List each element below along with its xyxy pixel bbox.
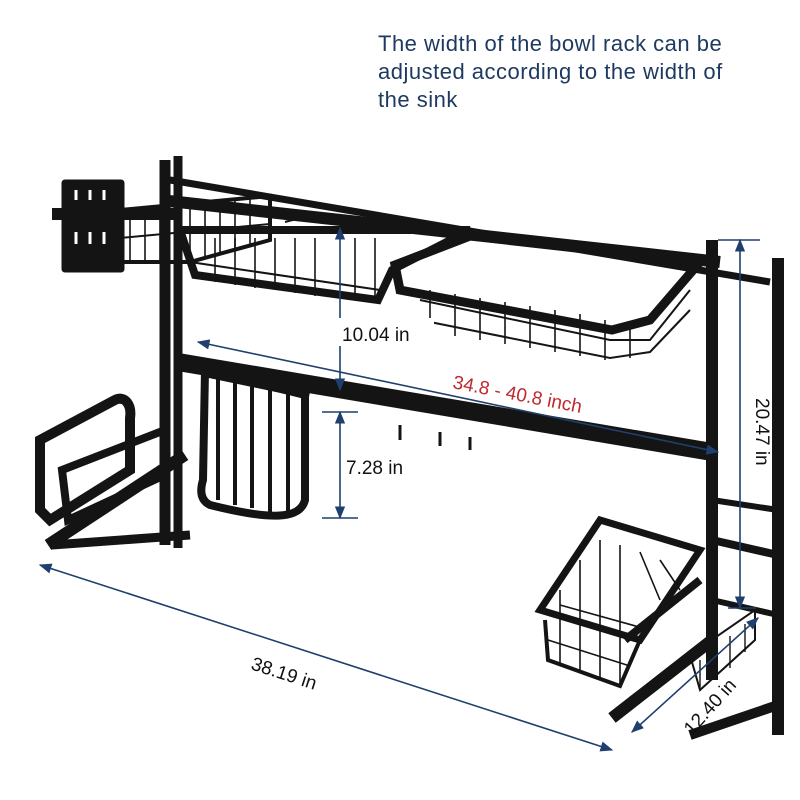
plate-rack [197, 363, 312, 520]
right-basket [389, 231, 709, 360]
rack-frame [44, 156, 784, 740]
cutting-board-holder [35, 393, 169, 527]
caption-line-3: the sink [378, 87, 458, 112]
label-total-height: 20.47 in [751, 398, 772, 466]
dimension-lines [38, 226, 760, 752]
label-length: 38.19 in [248, 654, 319, 695]
utensil-holder [52, 179, 182, 273]
caption: The width of the bowl rack can be adjust… [378, 30, 778, 114]
caption-line-1: The width of the bowl rack can be [378, 31, 723, 56]
hooks [398, 425, 472, 450]
label-lower-height: 7.28 in [346, 458, 403, 479]
middle-basket [174, 215, 472, 305]
caption-line-2: adjusted according to the width of [378, 59, 723, 84]
label-top-height: 10.04 in [342, 325, 410, 346]
